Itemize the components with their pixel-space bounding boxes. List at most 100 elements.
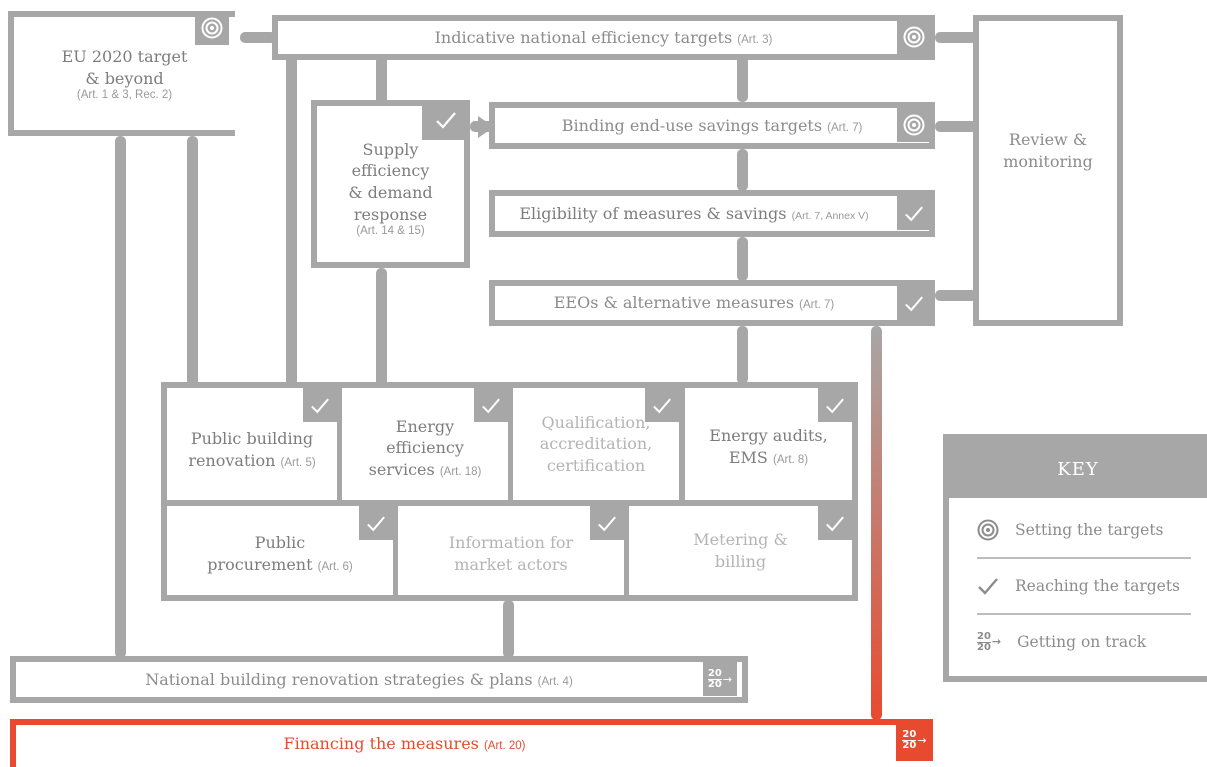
procurement-line2: procurement: [207, 554, 313, 574]
metering-box: Metering & billing: [629, 506, 852, 595]
target-icon: [977, 519, 999, 541]
qualification-line2: accreditation,: [539, 434, 653, 454]
supply-line1: Supply: [362, 139, 419, 159]
financing-box: Financing the measures (Art. 20): [10, 719, 933, 767]
public-building-ref: (Art. 5): [280, 457, 316, 469]
eeos-box: EEOs & alternative measures (Art. 7): [489, 280, 935, 326]
supply-line4: response: [353, 204, 428, 224]
key-legend: KEY Setting the targets Reaching the tar…: [943, 434, 1207, 682]
connector-binding-review: [935, 121, 977, 132]
key-title: KEY: [949, 440, 1207, 498]
key-divider: [977, 613, 1191, 615]
national-building-box: National building renovation strategies …: [10, 656, 748, 703]
connector-eu-national: [115, 136, 126, 658]
supply-line3: & demand: [348, 183, 433, 202]
procurement-line1: Public: [254, 532, 306, 552]
connector-eu-indicative: [240, 32, 276, 43]
eeos-ref: (Art. 7): [799, 299, 835, 312]
connector-indicative-supply: [376, 56, 387, 104]
energy-services-ref: (Art. 18): [439, 465, 482, 478]
check-icon: [905, 295, 923, 311]
review-line1: Review &: [1008, 129, 1088, 149]
public-building-line1: Public building: [190, 429, 314, 449]
check-icon: [436, 112, 456, 129]
energy-services-line2: efficiency: [386, 438, 464, 458]
metering-check-badge: [818, 506, 852, 540]
public-building-check-badge: [303, 388, 337, 422]
key-label-getting: Getting on track: [1017, 633, 1147, 651]
information-check-badge: [590, 506, 624, 540]
eu-2020-target-badge: [195, 11, 229, 45]
eu-2020-line1: EU 2020 target: [61, 46, 188, 66]
energy-services-line1: Energy: [395, 416, 455, 436]
supply-check-badge: [422, 100, 470, 140]
procurement-check-badge: [359, 506, 393, 540]
audits-check-badge: [818, 388, 852, 422]
eeos-title: EEOs & alternative measures: [553, 293, 795, 313]
indicative-target-badge: [897, 20, 931, 54]
eligibility-check-badge: [897, 196, 931, 230]
energy-services-check-badge: [474, 388, 508, 422]
eligibility-box: Eligibility of measures & savings (Art. …: [489, 190, 935, 237]
check-icon: [978, 578, 998, 595]
eu-2020-ref: (Art. 1 & 3, Rec. 2): [76, 89, 173, 102]
metering-line2: billing: [714, 551, 767, 571]
check-icon: [905, 205, 923, 221]
qualification-check-badge: [645, 388, 679, 422]
key-row-setting: Setting the targets: [977, 518, 1189, 542]
check-icon: [311, 397, 329, 413]
review-line2: monitoring: [1003, 151, 1093, 171]
connector-eeos-financing: [871, 326, 882, 720]
information-line1: Information for: [448, 532, 574, 552]
target-icon: [201, 17, 223, 39]
financing-title: Financing the measures: [283, 734, 479, 754]
indicative-ref: (Art. 3): [737, 33, 773, 46]
energy-services-line3: services: [368, 459, 435, 479]
connector-eligibility-eeos: [737, 237, 748, 281]
metering-line1: Metering &: [693, 529, 788, 549]
connector-eeos-grid: [737, 326, 748, 384]
financing-ref: (Art. 20): [483, 740, 526, 753]
binding-ref: (Art. 7): [827, 121, 863, 134]
audits-line1: Energy audits,: [709, 426, 828, 446]
supply-ref: (Art. 14 & 15): [356, 225, 425, 238]
connector-indicative-review: [935, 32, 977, 43]
connector-grid-national: [503, 600, 514, 658]
connector-indicative-grid: [286, 56, 297, 386]
national-building-ref: (Art. 4): [537, 675, 573, 688]
supply-line2: efficiency: [351, 161, 430, 181]
connector-supply-grid: [376, 268, 387, 386]
key-row-reaching: Reaching the targets: [977, 574, 1189, 598]
supply-efficiency-box: Supply efficiency & demand response (Art…: [311, 100, 470, 268]
binding-target-badge: [897, 108, 931, 142]
connector-eu-grid: [187, 136, 198, 386]
check-icon: [598, 515, 616, 531]
qualification-line1: Qualification,: [541, 412, 651, 432]
public-building-line2: renovation: [188, 451, 276, 470]
binding-targets-box: Binding end-use savings targets (Art. 7): [489, 102, 935, 149]
procurement-ref: (Art. 6): [317, 560, 353, 573]
connector-binding-eligibility: [737, 149, 748, 191]
eligibility-ref: (Art. 7, Annex V): [791, 209, 869, 222]
information-box: Information for market actors: [398, 506, 624, 595]
indicative-title: Indicative national efficiency targets: [434, 27, 733, 47]
target-icon: [903, 114, 925, 136]
qualification-line3: certification: [546, 455, 646, 475]
check-icon: [482, 397, 500, 413]
target-icon: [903, 26, 925, 48]
audits-ref: (Art. 8): [772, 454, 809, 466]
energy-services-box: Energy efficiency services (Art. 18): [342, 388, 508, 500]
arrow-head-supply-binding: [478, 116, 494, 138]
connector-eeos-review: [935, 290, 977, 301]
eu-2020-line2: & beyond: [85, 68, 164, 88]
key-divider: [977, 557, 1191, 559]
eligibility-title: Eligibility of measures & savings: [519, 203, 787, 223]
check-icon: [367, 515, 385, 531]
information-line2: market actors: [454, 554, 568, 574]
